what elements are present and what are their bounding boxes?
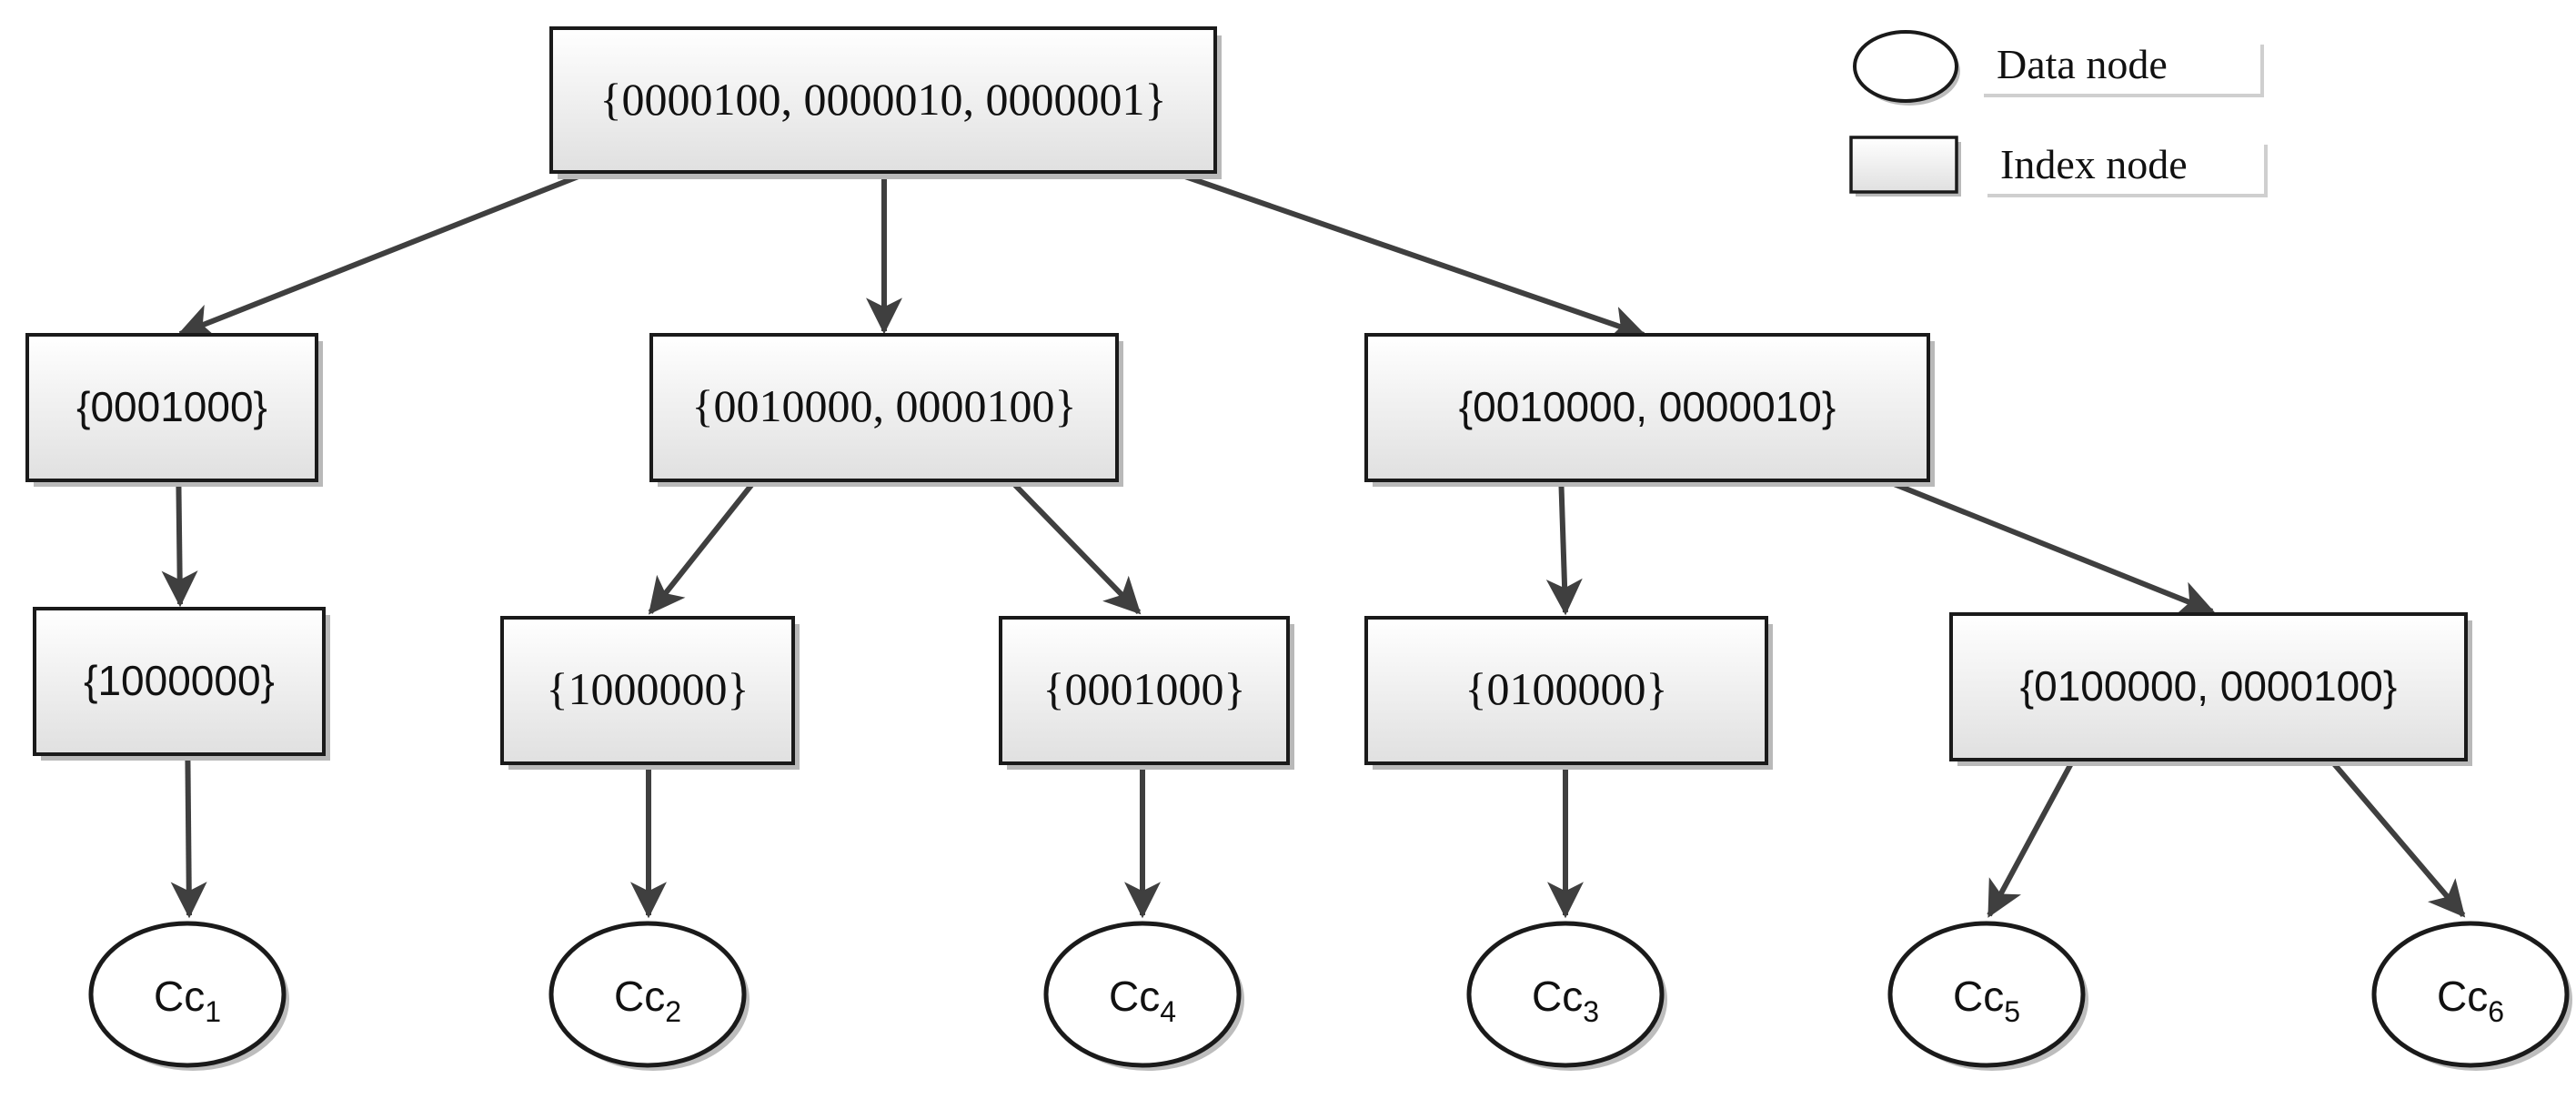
data-node-cc6: Cc6 (2371, 921, 2572, 1071)
index-node-root: {0000100, 0000010, 0000001} (549, 26, 1222, 179)
index-node-l2-b-label: {1000000} (547, 663, 750, 714)
data-node-cc3-label: Cc3 (1532, 973, 1599, 1028)
data-node-cc5: Cc5 (1887, 921, 2088, 1071)
index-node-l1-mid: {0010000, 0000100} (649, 333, 1123, 487)
data-node-cc1: Cc1 (88, 921, 289, 1071)
data-node-cc2-label: Cc2 (614, 973, 681, 1028)
index-node-l1-mid-label: {0010000, 0000100} (692, 380, 1077, 431)
index-node-l2-d-label: {0100000} (1465, 663, 1668, 714)
index-node-l2-e: {0100000, 0000100} (1949, 612, 2472, 766)
index-node-l2-a: {1000000} (33, 607, 330, 761)
index-node-l2-e-label: {0100000, 0000100} (2020, 662, 2397, 710)
data-node-cc5-label: Cc5 (1953, 973, 2020, 1028)
legend-data-node-label: Data node (1997, 41, 2168, 87)
index-node-l1-right-label: {0010000, 0000010} (1459, 383, 1836, 430)
data-node-cc3: Cc3 (1466, 921, 1667, 1071)
data-node-cc2: Cc2 (548, 921, 750, 1071)
index-node-root-label: {0000100, 0000010, 0000001} (600, 74, 1167, 125)
index-node-l1-right: {0010000, 0000010} (1364, 333, 1935, 487)
index-node-l1-left-label: {0001000} (76, 383, 267, 430)
data-node-cc4: Cc4 (1043, 921, 1244, 1071)
edges (161, 127, 2466, 919)
index-node-l2-c: {0001000} (999, 616, 1294, 770)
index-node-l2-b: {1000000} (500, 616, 800, 770)
legend: Data node Index node (1849, 30, 2268, 197)
data-node-cc4-label: Cc4 (1109, 973, 1176, 1028)
legend-index-node: Index node (1849, 136, 2268, 197)
index-node-l2-d: {0100000} (1364, 616, 1773, 770)
data-node-cc1-label: Cc1 (154, 973, 221, 1028)
index-node-l2-c-label: {0001000} (1043, 663, 1246, 714)
data-node-cc6-label: Cc6 (2437, 973, 2504, 1028)
index-node-l1-left: {0001000} (25, 333, 323, 487)
index-node-l2-a-label: {1000000} (84, 657, 275, 704)
legend-data-node: Data node (1853, 30, 2264, 106)
legend-index-node-label: Index node (2000, 141, 2188, 187)
